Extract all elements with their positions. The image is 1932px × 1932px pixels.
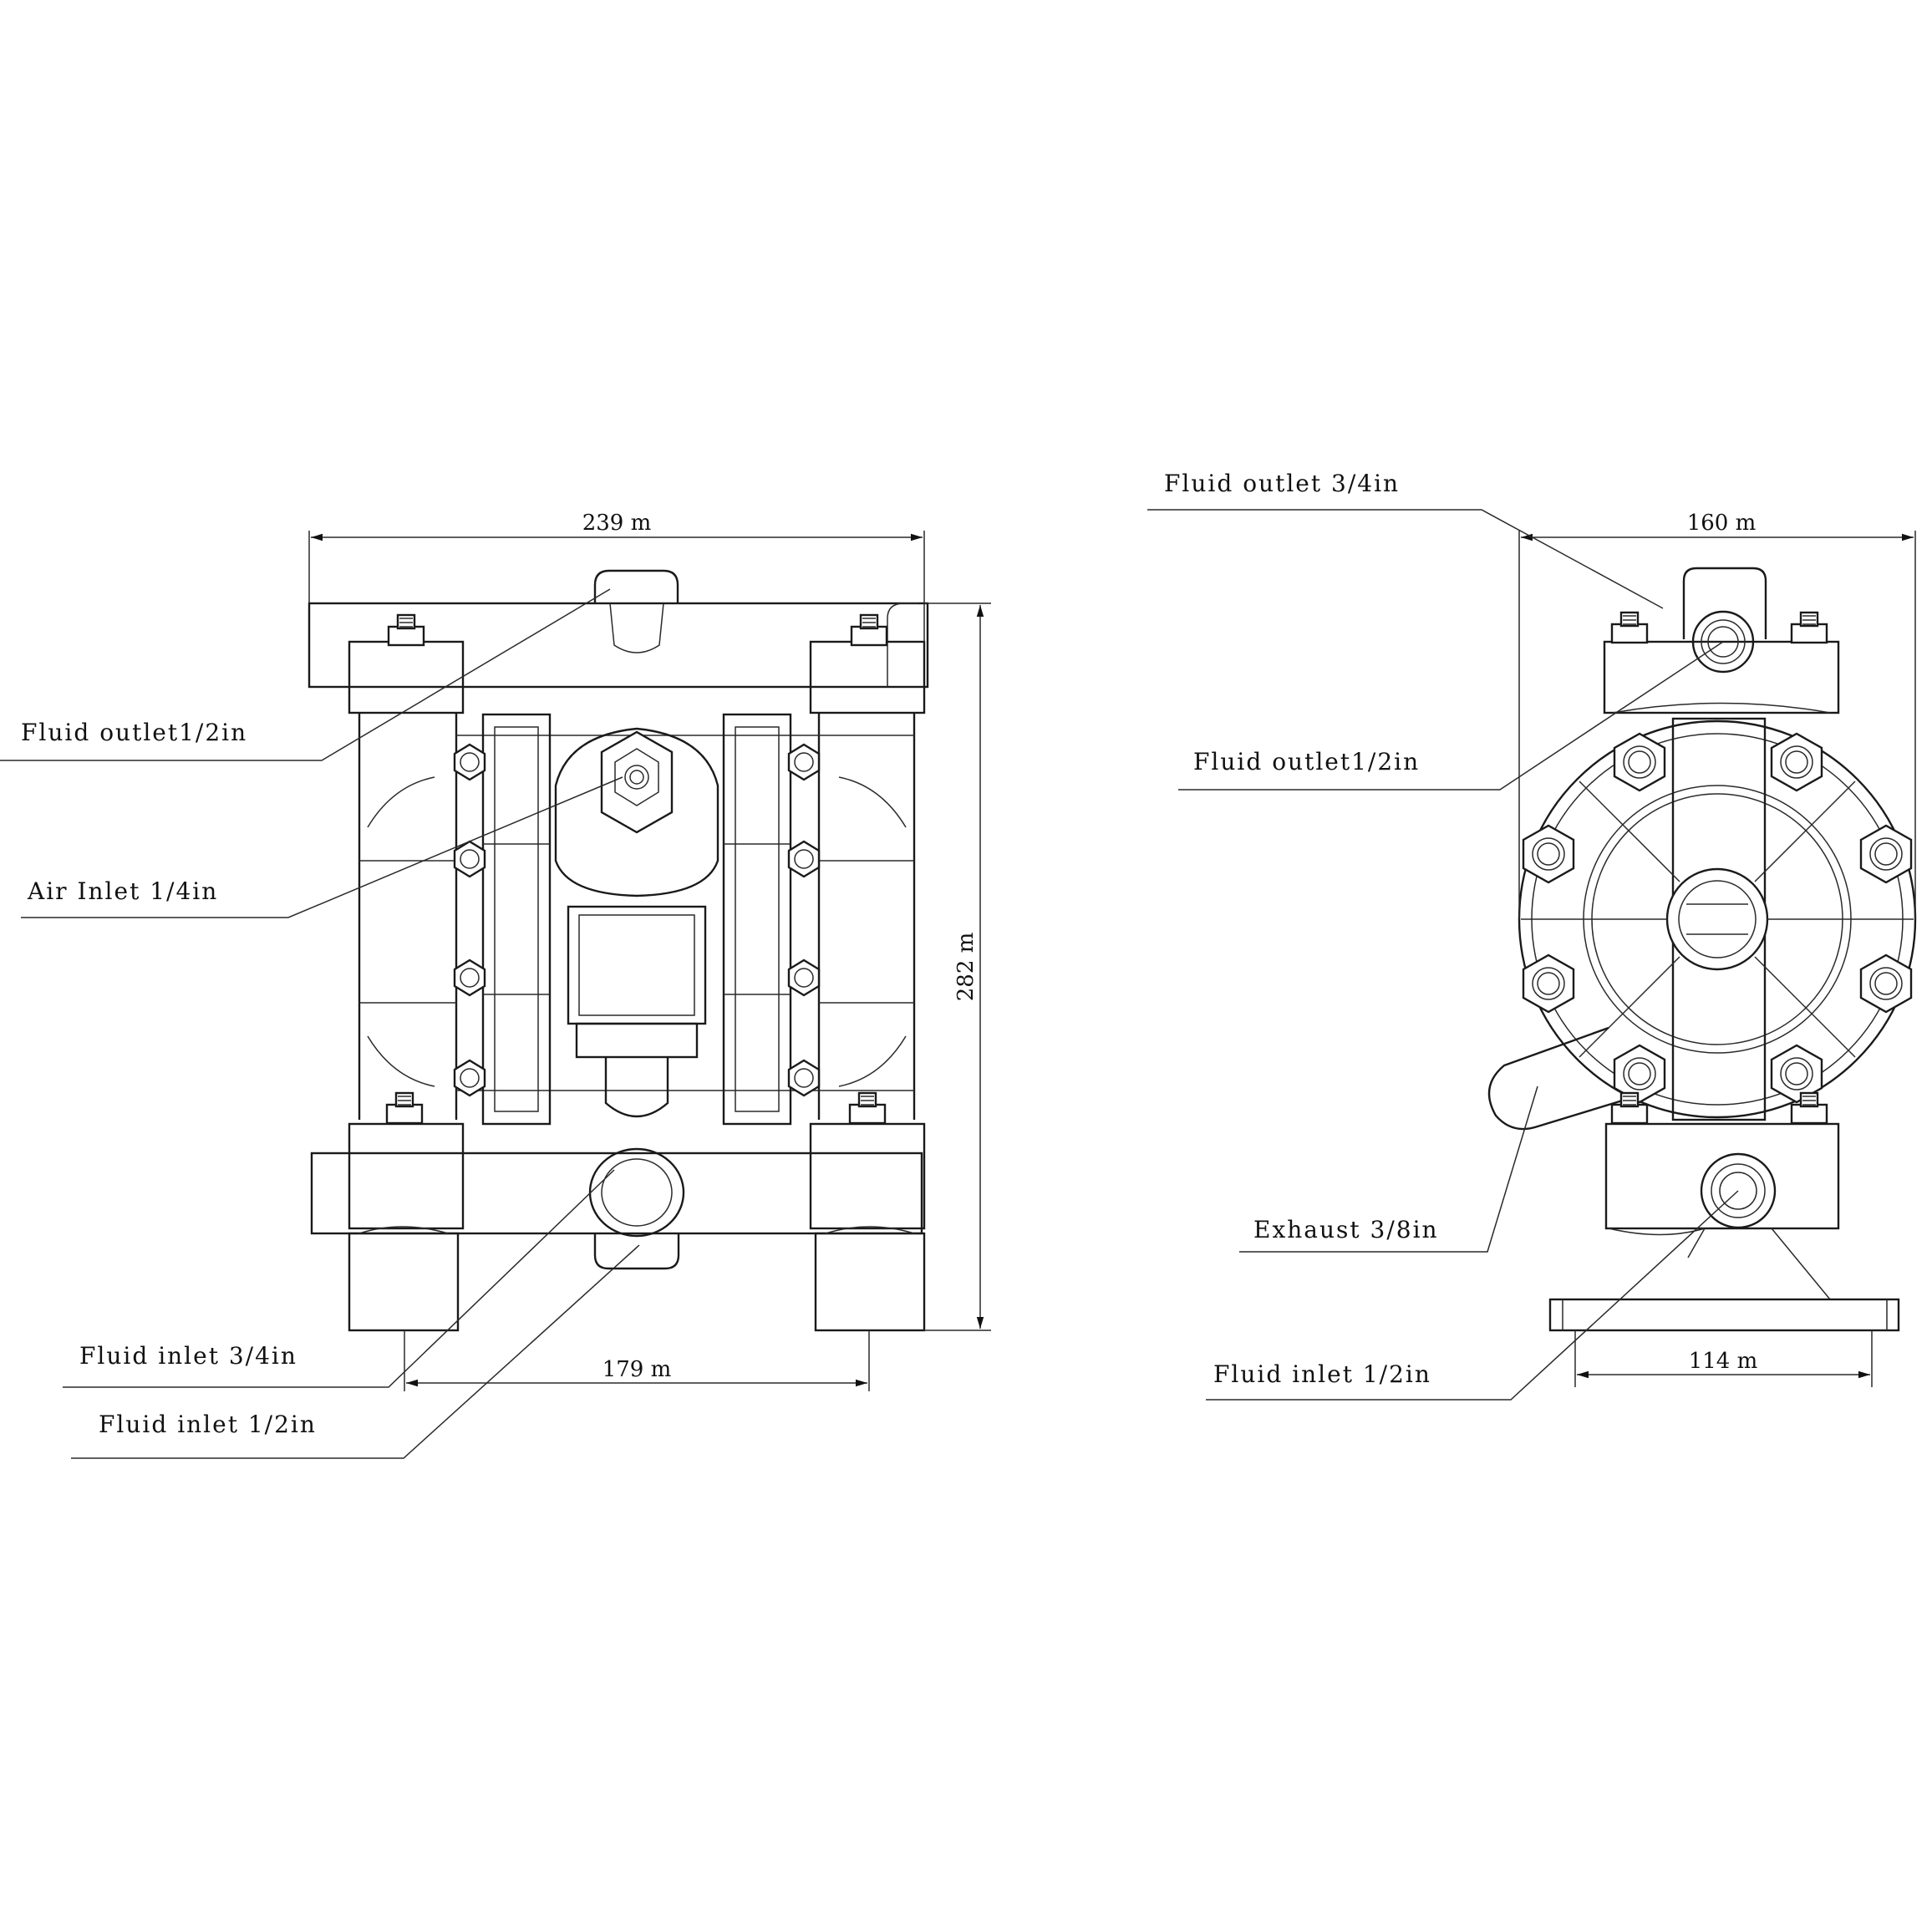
side-width-dimension-label: 160 m	[1687, 511, 1757, 536]
svg-text:Fluid inlet 1/2in: Fluid inlet 1/2in	[99, 1411, 317, 1438]
side-width-dimension: 160 m	[1518, 511, 1916, 919]
side-top-block	[1603, 567, 1840, 714]
front-view: 239 m 282 m 179 m Fluid outlet1/2in Air …	[0, 511, 991, 1459]
svg-text:Air Inlet 1/4in: Air Inlet 1/4in	[27, 877, 218, 905]
side-view: 160 m 114 m Fluid outlet 3/4in Fluid out…	[1147, 470, 1917, 1401]
side-bottom-block	[1604, 1122, 1840, 1300]
right-diaphragm-cover	[722, 713, 792, 1126]
base-dimension-label: 179 m	[602, 1357, 672, 1382]
bottom-manifold	[310, 1122, 926, 1270]
label-fluid-outlet-front: Fluid outlet1/2in	[0, 588, 611, 761]
upper-left-block	[348, 640, 465, 714]
height-dimension: 282 m	[924, 602, 991, 1331]
upper-right-block	[809, 640, 926, 714]
svg-text:Fluid inlet 1/2in: Fluid inlet 1/2in	[1213, 1360, 1431, 1388]
svg-text:Fluid inlet 3/4in: Fluid inlet 3/4in	[79, 1342, 297, 1370]
side-base-dimension-label: 114 m	[1689, 1349, 1758, 1374]
label-fluid-outlet-side-small: Fluid outlet1/2in	[1178, 641, 1724, 791]
label-fluid-inlet-small: Fluid inlet 1/2in	[71, 1244, 640, 1459]
label-air-inlet: Air Inlet 1/4in	[21, 776, 623, 918]
svg-text:Exhaust 3/8in: Exhaust 3/8in	[1253, 1216, 1439, 1243]
side-base-dimension: 114 m	[1574, 1330, 1873, 1387]
label-fluid-inlet-large: Fluid inlet 3/4in	[63, 1169, 615, 1388]
label-exhaust: Exhaust 3/8in	[1239, 1085, 1538, 1253]
svg-text:Fluid outlet1/2in: Fluid outlet1/2in	[1193, 748, 1420, 775]
svg-text:Fluid outlet1/2in: Fluid outlet1/2in	[21, 719, 247, 746]
exhaust-muffler	[1487, 1026, 1637, 1131]
left-diaphragm-cover	[481, 713, 552, 1126]
base-dimension: 179 m	[404, 1330, 870, 1391]
width-dimension-label: 239 m	[582, 511, 652, 536]
air-valve	[554, 727, 719, 1118]
width-dimension: 239 m	[308, 511, 925, 642]
svg-text:Fluid outlet 3/4in: Fluid outlet 3/4in	[1164, 470, 1400, 497]
label-fluid-inlet-side: Fluid inlet 1/2in	[1206, 1190, 1739, 1401]
top-manifold	[308, 569, 929, 689]
label-fluid-outlet-side-large: Fluid outlet 3/4in	[1147, 470, 1664, 609]
pump-body	[358, 713, 916, 1120]
side-diaphragm-housing	[1518, 717, 1917, 1121]
side-base-plate	[1548, 1298, 1900, 1332]
height-dimension-label: 282 m	[953, 933, 979, 1002]
feet	[348, 1226, 926, 1332]
